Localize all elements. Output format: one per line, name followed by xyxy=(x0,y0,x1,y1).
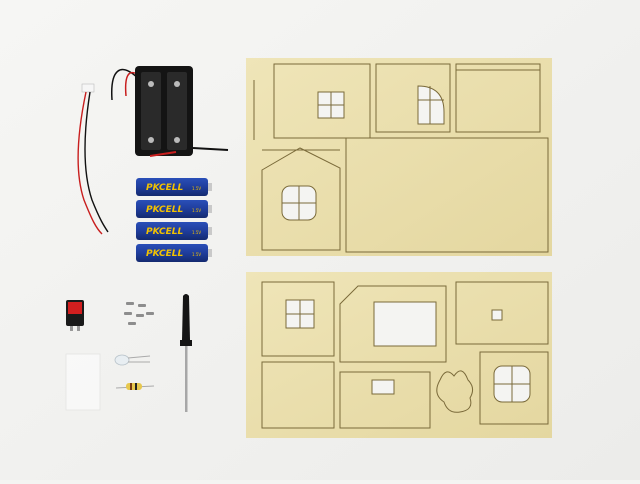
aa-batteries: PKCELL 1.5V PKCELL 1.5V PKCELL 1.5V PKCE… xyxy=(136,178,212,262)
led xyxy=(114,354,151,366)
rocker-switch xyxy=(66,300,84,331)
battery-brand: PKCELL xyxy=(146,227,183,237)
battery-brand: PKCELL xyxy=(146,205,183,215)
plywood-sheet-bottom xyxy=(246,272,552,438)
wire-connector xyxy=(77,83,109,235)
screwdriver xyxy=(180,294,192,412)
battery-holder xyxy=(111,66,229,157)
battery-brand: PKCELL xyxy=(146,183,183,193)
battery-voltage: 1.5V xyxy=(192,252,201,257)
screws xyxy=(124,302,154,325)
clear-film xyxy=(65,353,101,411)
resistor xyxy=(115,383,155,390)
battery-voltage: 1.5V xyxy=(192,208,201,213)
battery-voltage: 1.5V xyxy=(192,230,201,235)
battery-voltage: 1.5V xyxy=(192,186,201,191)
plywood-sheet-top xyxy=(246,58,552,256)
battery-brand: PKCELL xyxy=(146,249,183,259)
